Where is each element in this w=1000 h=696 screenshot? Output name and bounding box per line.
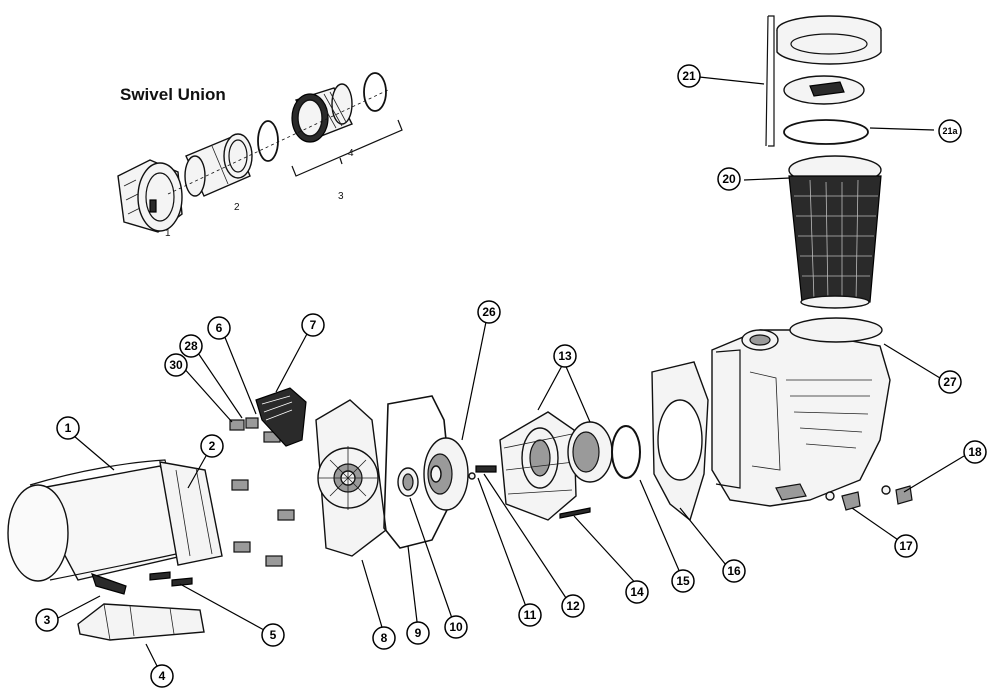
- union-nut-drawing: [117, 159, 183, 233]
- callout-16-label: 16: [727, 564, 741, 578]
- seal-plate-gasket-drawing: [383, 395, 453, 549]
- callout-6-label: 6: [216, 321, 223, 335]
- pump-housing-drawing: [711, 317, 891, 507]
- inset-label-2: 2: [234, 202, 240, 213]
- callout-7-label: 7: [310, 318, 317, 332]
- callout-18-label: 18: [968, 445, 982, 459]
- callout-4-label: 4: [159, 669, 166, 683]
- callout-11-label: 11: [524, 608, 537, 622]
- callout-12-label: 12: [566, 599, 580, 613]
- callout-2-label: 2: [209, 439, 216, 453]
- union-o-ring-drawing: [257, 120, 279, 162]
- callout-3-label: 3: [44, 613, 51, 627]
- callout-17: 17: [894, 534, 918, 558]
- callout-10-label: 10: [449, 620, 463, 634]
- callout-8: 8: [372, 626, 396, 650]
- callout-26: 26: [477, 300, 501, 324]
- drain-plugs-drawing: [825, 485, 913, 511]
- inset-title: Swivel Union: [120, 85, 226, 104]
- callout-28: 28: [179, 334, 203, 358]
- callout-21-label: 21: [682, 69, 696, 83]
- callout-5: 5: [261, 623, 285, 647]
- callout-9: 9: [406, 621, 430, 645]
- union-tail-drawing: [184, 133, 253, 197]
- lid-assembly-drawing: [765, 15, 882, 147]
- callout-16: 16: [722, 559, 746, 583]
- motor-base-drawing: [77, 603, 205, 641]
- callout-27-label: 27: [943, 375, 957, 389]
- base-screws-drawing: [149, 571, 193, 587]
- callout-21a: 21a: [938, 119, 962, 143]
- callout-12: 12: [561, 594, 585, 618]
- callout-14-label: 14: [630, 585, 644, 599]
- callout-8-label: 8: [381, 631, 388, 645]
- union-o-ring-2-drawing: [363, 72, 387, 112]
- inset-label-4: 4: [348, 148, 354, 159]
- callout-13-label: 13: [558, 349, 572, 363]
- inset-label-1: 1: [165, 228, 171, 239]
- leader-lines: [57, 75, 965, 673]
- callout-15: 15: [671, 569, 695, 593]
- callout-10: 10: [444, 615, 468, 639]
- callout-11: 11: [518, 603, 542, 627]
- callout-13: 13: [553, 344, 577, 368]
- diffuser-o-ring-drawing: [611, 425, 641, 479]
- seal-plate-drawing: [315, 399, 387, 557]
- callout-26-label: 26: [482, 305, 496, 319]
- inset-label-3: 3: [338, 191, 344, 202]
- callout-1: 1: [56, 416, 80, 440]
- callout-3: 3: [35, 608, 59, 632]
- callout-4: 4: [150, 664, 174, 688]
- diffuser-pin-drawing: [559, 507, 591, 519]
- callout-7: 7: [301, 313, 325, 337]
- shaft-seal-drawing: [397, 467, 419, 497]
- callout-21a-label: 21a: [942, 126, 958, 136]
- clamp-knob-drawing: [255, 387, 307, 447]
- motor-drawing: [7, 459, 223, 595]
- callout-28-label: 28: [184, 339, 198, 353]
- bolts-drawing: [229, 417, 295, 567]
- callout-20-label: 20: [722, 172, 736, 186]
- callout-18: 18: [963, 440, 987, 464]
- callout-5-label: 5: [270, 628, 277, 642]
- callout-30-label: 30: [169, 358, 183, 372]
- impeller-drawing: [423, 437, 469, 511]
- callout-2: 2: [200, 434, 224, 458]
- callout-30: 30: [164, 353, 188, 377]
- callout-17-label: 17: [899, 539, 913, 553]
- callout-6: 6: [207, 316, 231, 340]
- callout-14: 14: [625, 580, 649, 604]
- callout-20: 20: [717, 167, 741, 191]
- impeller-screw-drawing: [468, 465, 497, 480]
- diffuser-drawing: [499, 411, 613, 521]
- union-adapter-drawing: [291, 83, 353, 143]
- callout-1-label: 1: [65, 421, 72, 435]
- swivel-union-inset: Swivel Union: [117, 72, 403, 239]
- strainer-basket-drawing: [788, 155, 882, 309]
- callout-21: 21: [677, 64, 701, 88]
- callout-9-label: 9: [415, 626, 422, 640]
- callout-27: 27: [938, 370, 962, 394]
- callout-15-label: 15: [676, 574, 690, 588]
